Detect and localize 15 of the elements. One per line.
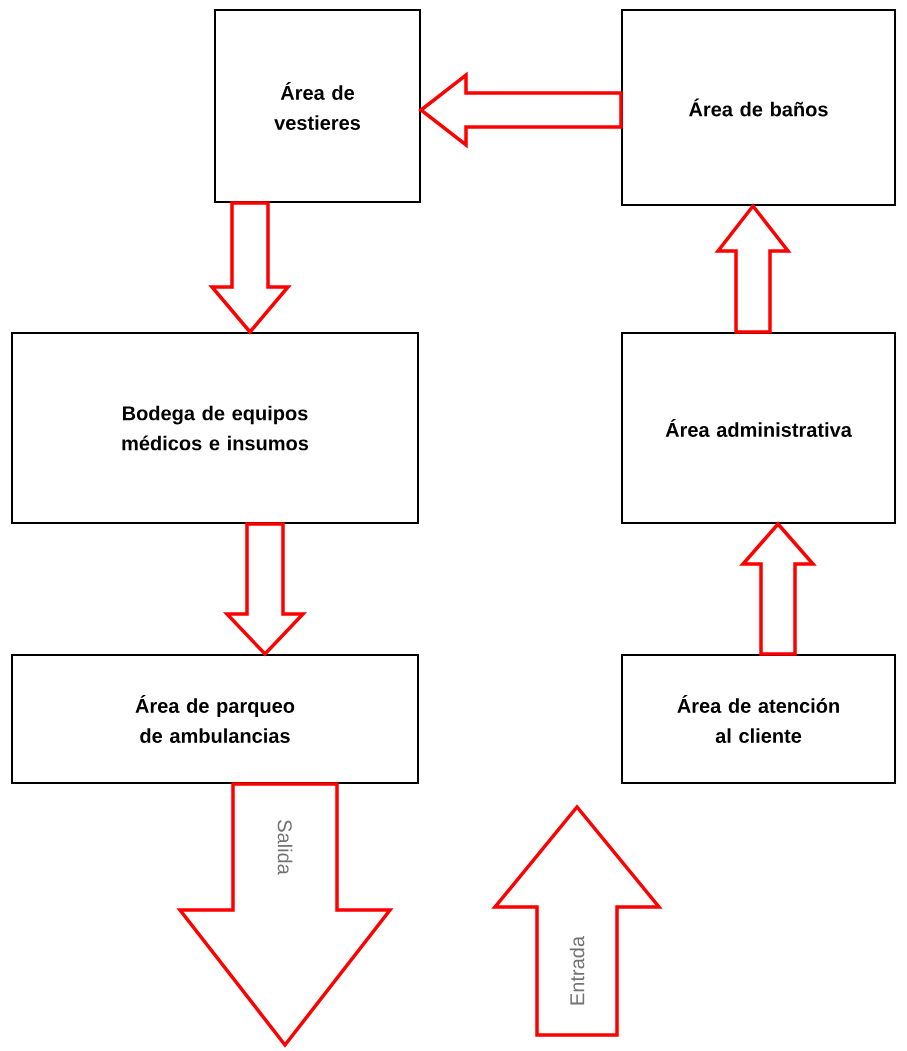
area-box: Área de atención al cliente <box>621 654 896 784</box>
area-box: Área de vestieres <box>214 9 421 203</box>
block-arrow <box>491 804 663 1037</box>
area-box: Área administrativa <box>621 332 896 524</box>
edge-label: Salida <box>276 818 294 876</box>
block-arrow <box>714 203 792 334</box>
block-arrow <box>222 522 308 657</box>
area-box: Área de baños <box>621 9 896 206</box>
block-arrow <box>739 521 817 656</box>
block-arrow <box>418 71 623 149</box>
block-arrow <box>176 782 394 1048</box>
edge-label: Entrada <box>568 935 586 1008</box>
block-arrow <box>208 201 292 335</box>
area-box: Bodega de equipos médicos e insumos <box>11 332 419 524</box>
area-box: Área de parqueo de ambulancias <box>11 654 419 784</box>
